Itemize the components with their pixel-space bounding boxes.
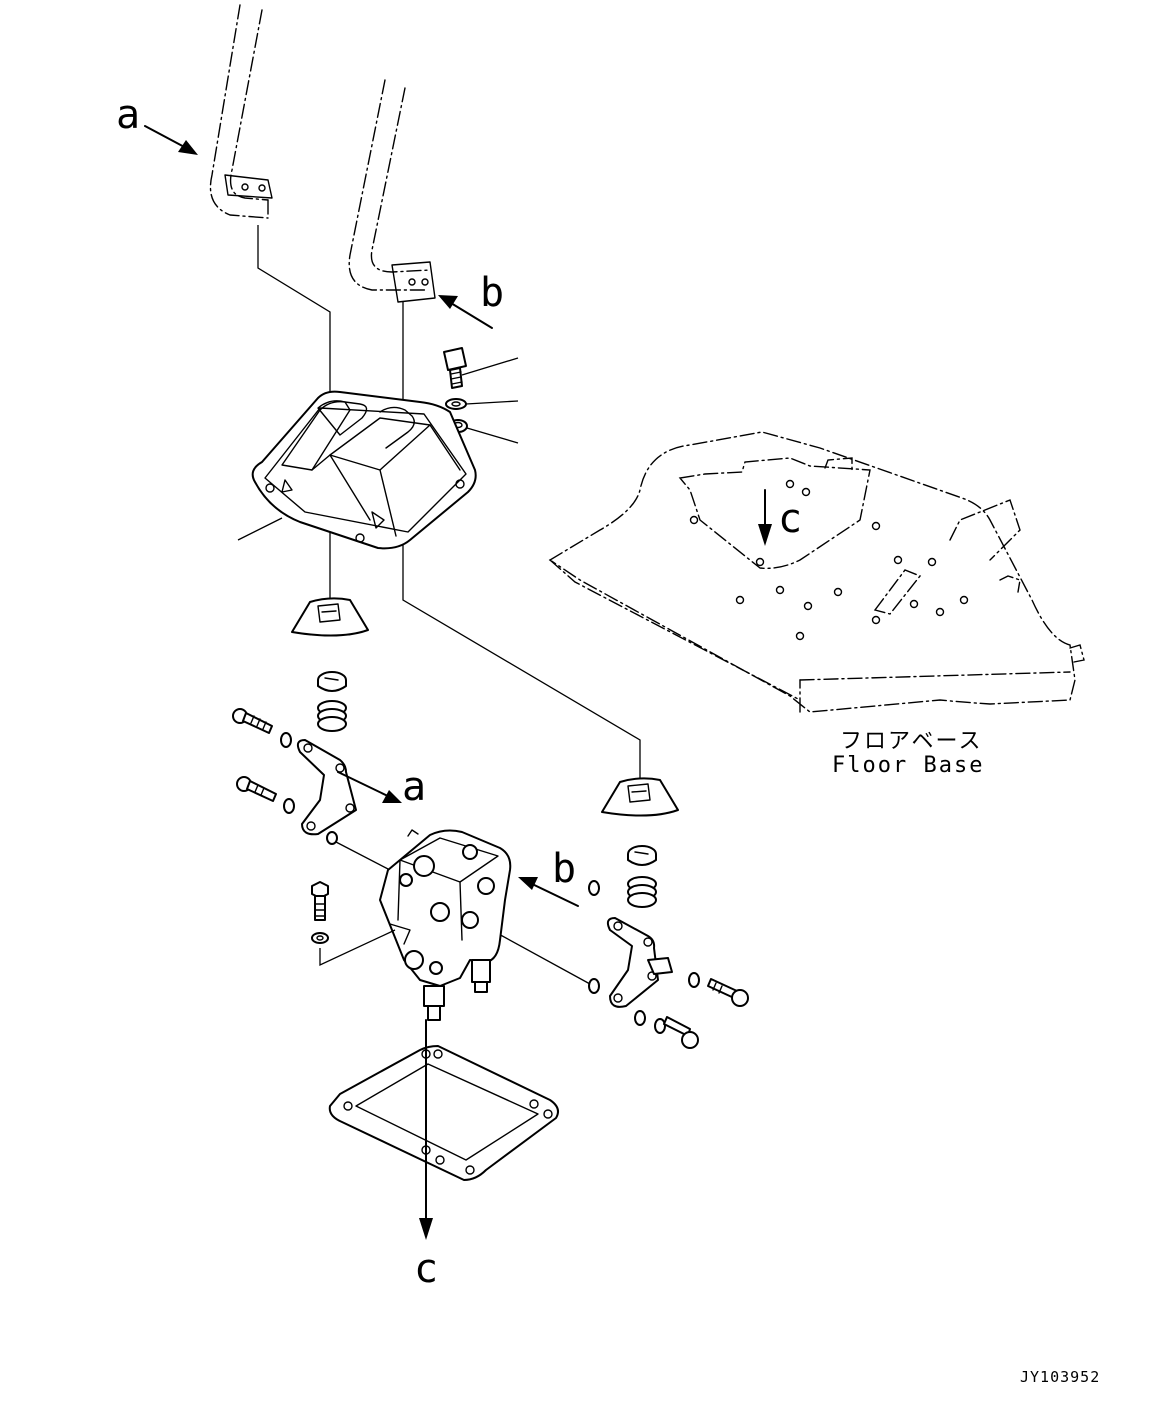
right-pedal-bracket	[391, 261, 436, 303]
drawing-code: JY103952	[1020, 1368, 1100, 1386]
view-label-c-bottom: c	[414, 1246, 438, 1292]
view-label-c-floor: c	[778, 496, 802, 542]
view-label-b-bottom: b	[552, 846, 576, 892]
right-bolt-upper	[707, 978, 749, 1007]
left-cap	[317, 671, 347, 692]
right-spring	[627, 876, 657, 908]
view-label-b-top: b	[480, 270, 504, 316]
left-bolt-lower	[236, 776, 277, 802]
view-arrow-a-top: a	[116, 92, 198, 155]
floor-base-label-en: Floor Base	[832, 753, 984, 778]
view-arrow-c-floor: c	[758, 489, 802, 546]
view-arrow-a-bottom: a	[337, 764, 426, 810]
leader-line-right	[402, 302, 641, 790]
view-arrow-b-bottom: b	[518, 846, 579, 907]
left-pedal-rod	[209, 4, 273, 219]
gasket-plate	[328, 1045, 559, 1181]
right-bolt-lower	[663, 1016, 699, 1049]
right-pedal-rod	[348, 79, 436, 303]
cover-bolt	[443, 347, 519, 389]
floor-base-label-jp: フロアベース	[840, 729, 982, 754]
right-linkage	[494, 880, 749, 1049]
left-bolt-upper	[232, 708, 273, 734]
left-boot	[291, 597, 369, 637]
view-arrow-c-bottom: c	[414, 1019, 438, 1292]
right-cap	[627, 845, 657, 866]
valve-washer	[311, 932, 329, 944]
left-spring	[317, 700, 347, 732]
right-boot	[601, 777, 679, 817]
left-pedal-bracket	[224, 174, 273, 199]
left-linkage	[232, 708, 391, 871]
pedal-cover	[237, 390, 477, 550]
brake-valve	[379, 829, 512, 1021]
valve-bolt	[311, 881, 329, 921]
view-label-a-top: a	[116, 92, 140, 138]
floor-base	[548, 431, 1085, 713]
view-arrow-b-top: b	[438, 270, 504, 329]
view-label-a-bottom: a	[402, 764, 426, 810]
cover-washer	[445, 398, 519, 410]
leader-line-valve-bolt	[319, 929, 396, 967]
